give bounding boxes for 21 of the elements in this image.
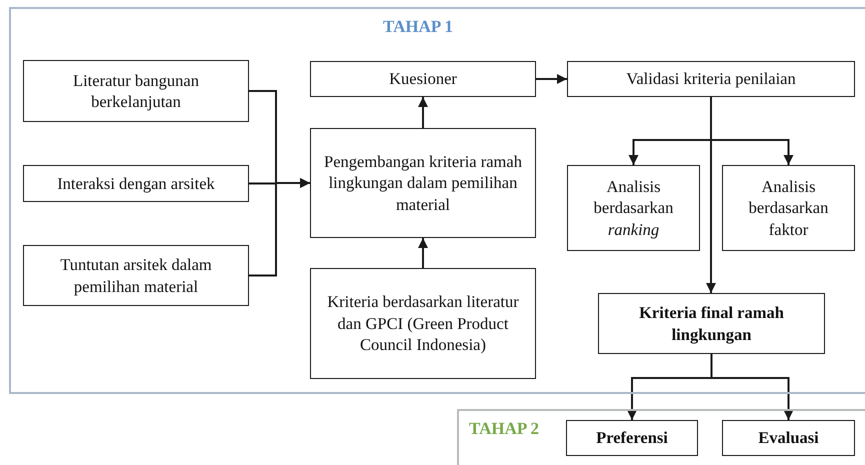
process-box: Evaluasi [722,420,855,456]
connector-arrow [249,178,310,276]
connector-arrow [536,74,567,84]
connector-arrow [418,97,428,128]
process-box: Validasi kriteria penilaian [567,61,855,97]
connector-arrow [706,97,716,293]
stage-title: TAHAP 2 [469,419,540,439]
process-box: Preferensi [566,420,698,456]
process-box: Kriteria final ramah lingkungan [598,293,825,354]
process-box: Kuesioner [310,61,536,97]
process-box: Tuntutan arsitek dalam pemilihan material [23,245,249,306]
process-box: Literatur bangunan berkelanjutan [23,60,249,122]
process-box: Pengembangan kriteria ramah lingkungan dalam pemilihan material [310,128,536,238]
connector-arrow [710,354,794,420]
process-box: Interaksi dengan arsitek [23,165,249,202]
connector-arrow [418,238,428,268]
process-box: Analisis berdasarkan ranking [567,165,700,251]
process-box: Kriteria berdasarkan literatur dan GPCI (Green Product Council Indonesia) [310,268,536,379]
process-box: Analisis berdasarkan faktor [722,165,855,251]
stage-title: TAHAP 1 [383,17,454,37]
stage-panel [9,7,865,394]
